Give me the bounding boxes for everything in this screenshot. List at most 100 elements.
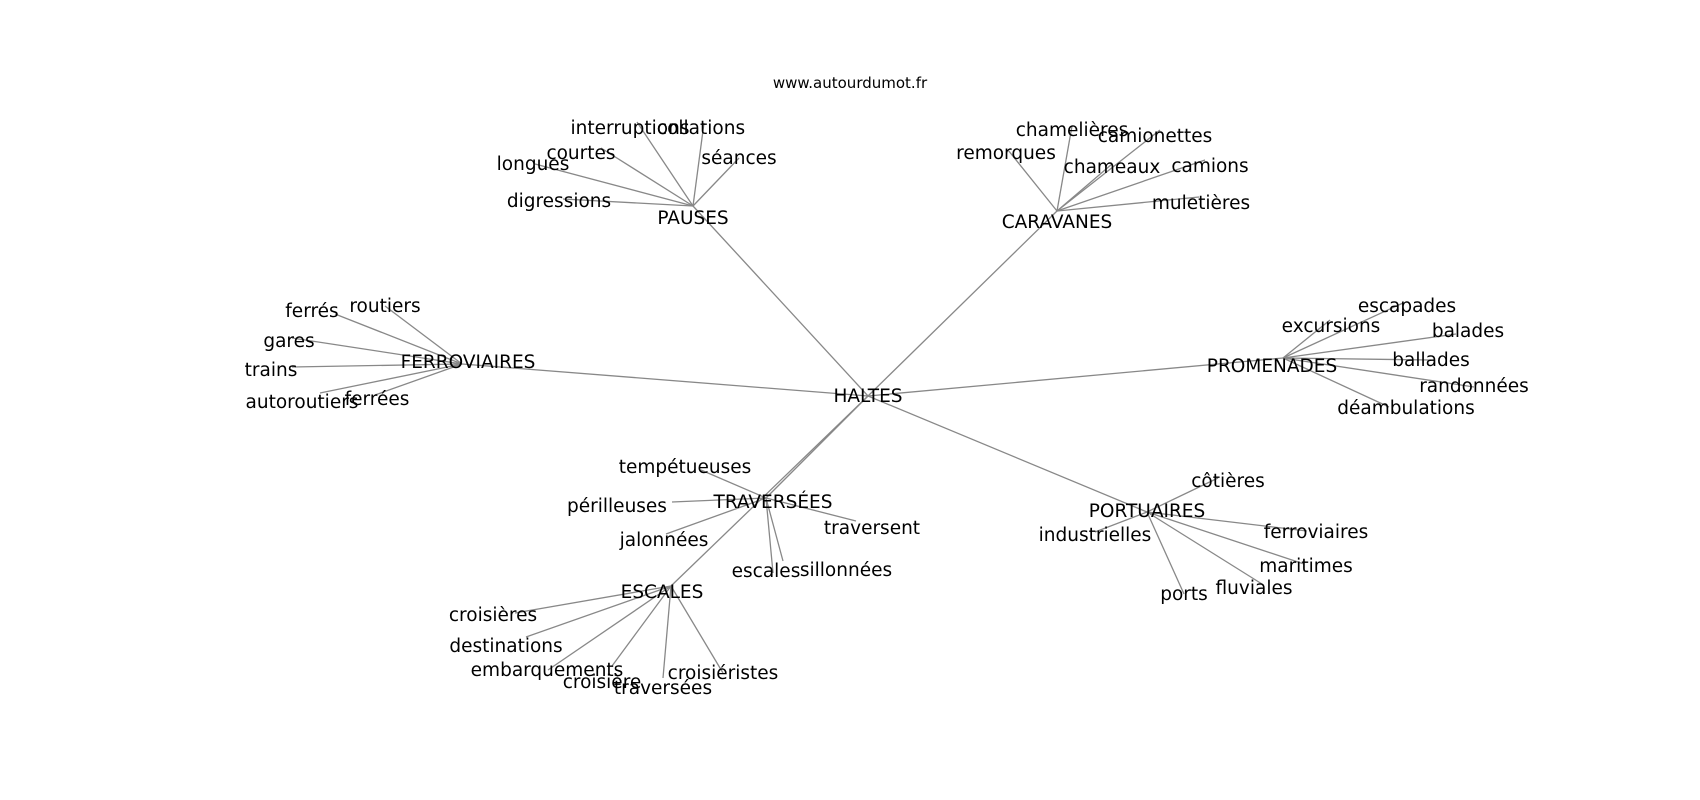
- hub-node-label: ESCALES: [621, 582, 704, 603]
- edge-hub-to-leaf: [1282, 302, 1404, 359]
- leaf-node-label: ferrées: [345, 389, 410, 410]
- edge-hub-to-leaf: [1146, 511, 1185, 595]
- edge-hub-to-leaf: [1146, 511, 1263, 585]
- edge-hub-to-leaf: [384, 305, 463, 365]
- leaf-node-label: ports: [1160, 584, 1208, 605]
- edge-hub-to-leaf: [1146, 511, 1308, 532]
- leaf-node-label: déambulations: [1337, 398, 1475, 419]
- edge-hub-to-leaf: [525, 585, 672, 638]
- edge-hub-to-leaf: [692, 157, 740, 207]
- edge-hub-to-leaf: [671, 497, 767, 503]
- edge-hub-to-leaf: [692, 122, 705, 207]
- edge-root-to-hub: [867, 395, 1148, 513]
- hub-node-label: PROMENADES: [1207, 356, 1337, 377]
- leaf-node-label: industrielles: [1039, 525, 1152, 546]
- edge-hub-to-leaf: [1282, 319, 1331, 359]
- edge-hub-to-leaf: [1056, 159, 1206, 212]
- edge-hub-to-leaf: [1056, 125, 1073, 212]
- edge-hub-to-leaf: [374, 363, 463, 396]
- leaf-node-label: randonnées: [1419, 376, 1529, 397]
- hub-node-label: CARAVANES: [1002, 212, 1113, 233]
- leaf-node-label: chamelières: [1016, 120, 1129, 141]
- edge-hub-to-leaf: [665, 497, 767, 535]
- leaf-node-label: gares: [263, 331, 314, 352]
- leaf-node-label: courtes: [546, 143, 615, 164]
- edge-root-to-hub: [461, 363, 869, 397]
- leaf-node-label: sillonnées: [800, 560, 892, 581]
- leaf-node-label: remorques: [956, 143, 1056, 164]
- leaf-node-label: ferroviaires: [1264, 522, 1368, 543]
- edge-hub-to-leaf: [319, 363, 463, 394]
- leaf-node-label: ballades: [1392, 350, 1469, 371]
- edge-hub-to-leaf: [1056, 196, 1200, 212]
- edge-hub-to-leaf: [514, 585, 672, 614]
- edge-hub-to-leaf: [1056, 129, 1161, 212]
- leaf-node-label: excursions: [1282, 316, 1381, 337]
- edge-hub-to-leaf: [534, 163, 694, 207]
- leaf-node-label: ferrés: [285, 301, 338, 322]
- edge-hub-to-leaf: [562, 198, 694, 207]
- leaf-node-label: chameaux: [1064, 157, 1161, 178]
- leaf-node-label: collations: [657, 118, 745, 139]
- edge-hub-to-leaf: [1282, 357, 1432, 361]
- edge-hub-to-leaf: [1282, 357, 1475, 388]
- leaf-node-label: jalonnées: [619, 530, 709, 551]
- leaf-node-label: digressions: [507, 191, 611, 212]
- leaf-node-label: muletières: [1152, 193, 1250, 214]
- leaf-node-label: routiers: [349, 296, 420, 317]
- leaf-node-label: destinations: [449, 636, 562, 657]
- edge-hub-to-leaf: [600, 147, 694, 207]
- edge-hub-to-leaf: [765, 497, 774, 574]
- leaf-node-label: camionettes: [1098, 126, 1213, 147]
- edge-hub-to-leaf: [1007, 149, 1058, 212]
- graph-edges: [291, 121, 1475, 679]
- leaf-node-label: balades: [1432, 321, 1504, 342]
- leaf-node-label: maritimes: [1259, 556, 1353, 577]
- edge-hub-to-leaf: [1146, 477, 1219, 513]
- edge-hub-to-leaf: [611, 585, 672, 667]
- leaf-node-label: croisière: [563, 672, 642, 693]
- leaf-node-label: croisiéristes: [668, 663, 779, 684]
- leaf-node-label: escapades: [1358, 296, 1456, 317]
- leaf-node-label: côtières: [1191, 471, 1265, 492]
- leaf-node-label: tempétueuses: [619, 457, 752, 478]
- leaf-node-label: croisières: [449, 605, 537, 626]
- leaf-node-label: traversent: [824, 518, 920, 539]
- hub-node-label: FERROVIAIRES: [401, 352, 536, 373]
- edge-root-to-hub: [670, 395, 869, 587]
- leaf-node-label: longues: [497, 154, 570, 175]
- edge-root-to-hub: [692, 205, 869, 397]
- leaf-node-label: traversées: [614, 678, 712, 699]
- root-node-label: HALTES: [833, 386, 902, 407]
- edge-hub-to-leaf: [670, 585, 724, 674]
- edge-hub-to-leaf: [1056, 163, 1113, 212]
- edge-hub-to-leaf: [765, 497, 857, 522]
- edge-hub-to-leaf: [291, 363, 463, 368]
- site-url: www.autourdumot.fr: [773, 74, 928, 92]
- edge-root-to-hub: [867, 210, 1058, 397]
- leaf-node-label: interruptions: [571, 118, 690, 139]
- edge-hub-to-leaf: [1146, 511, 1305, 565]
- edge-hub-to-leaf: [1282, 333, 1457, 359]
- hub-node-label: PAUSES: [657, 208, 728, 229]
- edge-hub-to-leaf: [700, 469, 767, 499]
- edge-hub-to-leaf: [547, 585, 672, 671]
- hub-node-label: PORTUAIRES: [1089, 501, 1205, 522]
- leaf-node-label: fluviales: [1216, 578, 1293, 599]
- leaf-node-label: escales: [732, 561, 801, 582]
- edge-hub-to-leaf: [334, 313, 463, 365]
- leaf-node-label: séances: [701, 148, 776, 169]
- leaf-node-label: camions: [1171, 156, 1248, 177]
- leaf-node-label: trains: [245, 360, 298, 381]
- leaf-node-label: autoroutiers: [246, 392, 359, 413]
- leaf-node-label: embarquements: [471, 660, 624, 681]
- edge-hub-to-leaf: [636, 121, 694, 207]
- edge-hub-to-leaf: [291, 337, 463, 365]
- edge-hub-to-leaf: [1094, 511, 1148, 533]
- edge-hub-to-leaf: [765, 497, 784, 562]
- edge-root-to-hub: [867, 357, 1284, 397]
- edge-hub-to-leaf: [662, 585, 672, 679]
- leaf-node-label: périlleuses: [567, 496, 667, 517]
